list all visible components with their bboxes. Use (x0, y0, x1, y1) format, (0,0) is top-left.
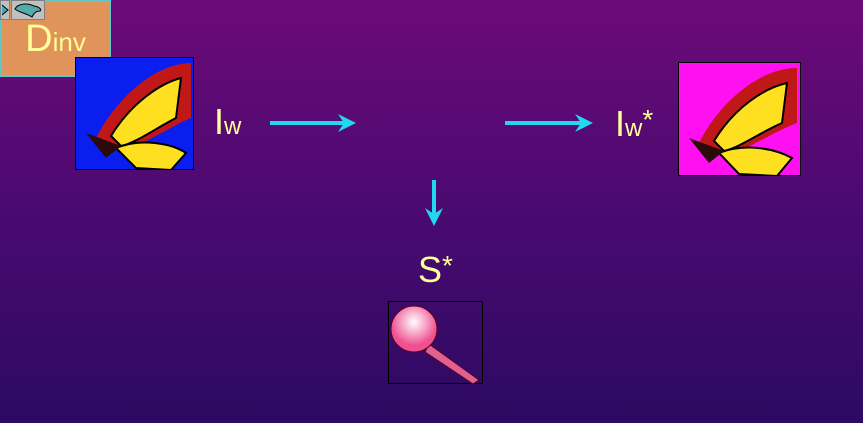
label-main: D (25, 17, 53, 60)
blob-shape-icon (14, 3, 42, 18)
output-label: Iw* (615, 106, 653, 142)
arrow-down (425, 180, 443, 226)
label-main: I (214, 101, 225, 142)
key-icon (390, 305, 480, 385)
label-sub: inv (52, 26, 86, 57)
label-sub: w (224, 113, 242, 140)
toolbar-prev-button[interactable] (0, 0, 10, 20)
chevron-left-icon (1, 4, 9, 16)
label-sup: * (642, 104, 654, 135)
butterfly-image (86, 63, 191, 169)
arrow-right-2 (505, 114, 593, 132)
key-label: S* (418, 252, 453, 288)
label-main: S (418, 249, 443, 290)
arrow-right-1 (270, 114, 356, 132)
input-label: Iw (214, 104, 241, 140)
label-sub: w (625, 115, 643, 142)
watermarked-image-output (678, 62, 801, 176)
watermarked-image-input (75, 57, 194, 170)
label-sup: * (442, 250, 453, 281)
key-image (388, 301, 483, 385)
butterfly-image (689, 68, 797, 175)
process-label: Dinv (25, 20, 86, 58)
toolbar-shape-button[interactable] (11, 0, 45, 20)
label-main: I (615, 103, 626, 144)
